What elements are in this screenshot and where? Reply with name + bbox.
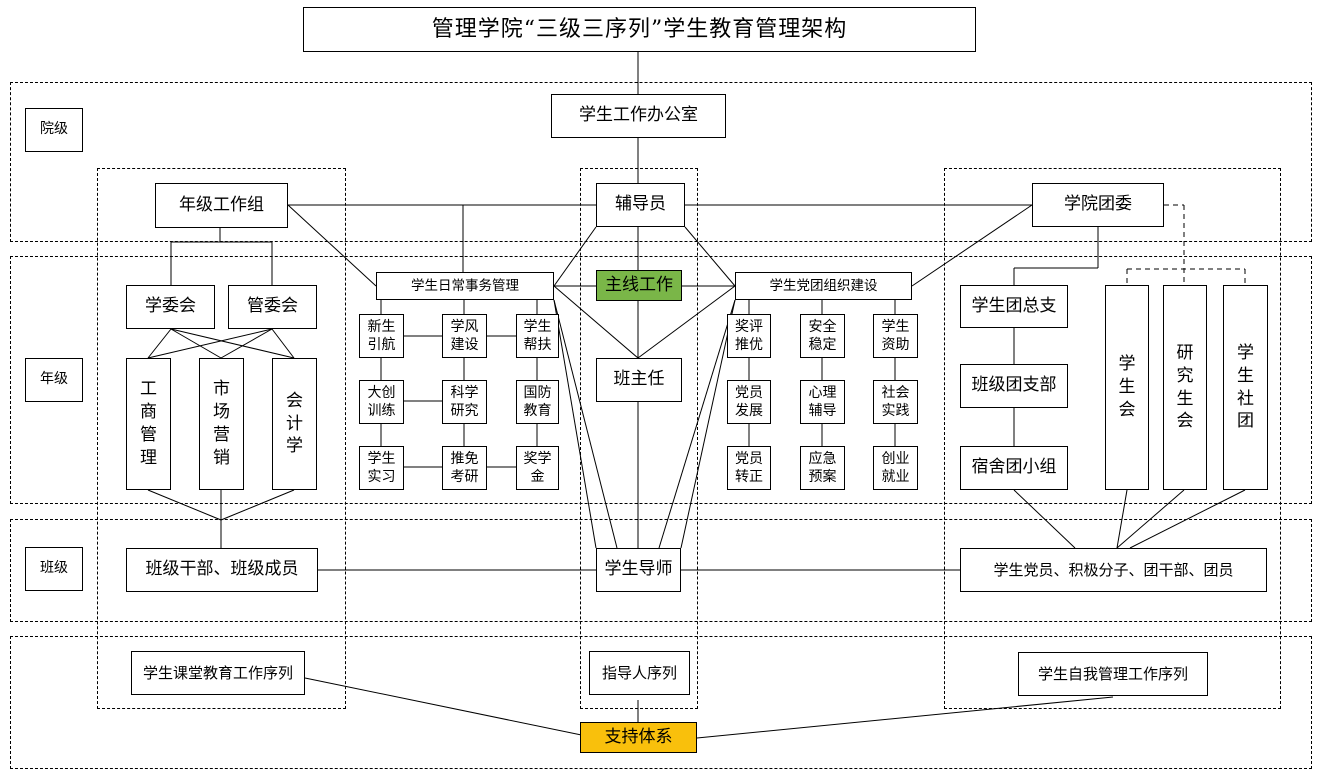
student-clubs-box: 学 生 社 团 [1223, 285, 1268, 490]
party-members-box: 学生党员、积极分子、团干部、团员 [960, 548, 1267, 592]
major-marketing-box: 市 场 营 销 [199, 358, 244, 490]
level-zone-class [10, 519, 1312, 622]
daily-item-box: 学风 建设 [442, 314, 487, 358]
classroom-education-sequence-box: 学生课堂教育工作序列 [131, 651, 305, 695]
support-system-box: 支持体系 [580, 722, 697, 753]
level-label-college: 院级 [25, 108, 83, 152]
party-item-box: 应急 预案 [800, 446, 845, 490]
daily-item-box: 学生 实习 [359, 446, 404, 490]
party-item-box: 学生 资助 [873, 314, 918, 358]
class-league-branch-box: 班级团支部 [960, 364, 1068, 408]
mentor-sequence-box: 指导人序列 [589, 651, 690, 695]
party-item-box: 心理 辅导 [800, 380, 845, 424]
self-management-sequence-box: 学生自我管理工作序列 [1018, 652, 1208, 696]
daily-item-box: 科学 研究 [442, 380, 487, 424]
student-work-office-box: 学生工作办公室 [551, 94, 726, 138]
student-league-branch-box: 学生团总支 [960, 285, 1068, 328]
level-zone-grade [10, 256, 1312, 504]
party-item-box: 奖评 推优 [727, 314, 771, 358]
level-label-grade: 年级 [25, 358, 83, 402]
main-work-box: 主线工作 [596, 270, 682, 301]
class-cadres-box: 班级干部、班级成员 [126, 548, 318, 592]
college-youth-league-box: 学院团委 [1032, 183, 1164, 227]
party-item-box: 党员 转正 [727, 446, 771, 490]
level-zone-college [10, 82, 1312, 242]
homeroom-teacher-box: 班主任 [596, 358, 682, 402]
daily-item-box: 学生 帮扶 [516, 314, 559, 358]
column-zone-mentor [580, 168, 698, 709]
daily-item-box: 国防 教育 [516, 380, 559, 424]
party-item-box: 安全 稳定 [800, 314, 845, 358]
party-item-box: 社会 实践 [873, 380, 918, 424]
management-committee-box: 管委会 [228, 285, 317, 329]
party-item-box: 创业 就业 [873, 446, 918, 490]
column-zone-classroom [97, 168, 346, 709]
major-accounting-box: 会 计 学 [272, 358, 317, 490]
column-zone-self-management [944, 168, 1281, 709]
party-item-box: 党员 发展 [727, 380, 771, 424]
daily-item-box: 推免 考研 [442, 446, 487, 490]
student-union-box: 学 生 会 [1105, 285, 1149, 490]
daily-item-box: 新生 引航 [359, 314, 404, 358]
study-committee-box: 学委会 [126, 285, 215, 329]
daily-item-box: 奖学 金 [516, 446, 559, 490]
party-league-building-box: 学生党团组织建设 [735, 272, 912, 300]
major-business-admin-box: 工 商 管 理 [126, 358, 171, 490]
daily-item-box: 大创 训练 [359, 380, 404, 424]
level-label-class: 班级 [25, 547, 83, 591]
dorm-league-group-box: 宿舍团小组 [960, 446, 1068, 490]
grade-work-group-box: 年级工作组 [155, 183, 288, 228]
page-title: 管理学院“三级三序列”学生教育管理架构 [303, 7, 976, 52]
counselor-box: 辅导员 [596, 183, 685, 227]
level-zone-support [10, 636, 1312, 769]
student-tutor-box: 学生导师 [596, 548, 681, 592]
graduate-union-box: 研 究 生 会 [1163, 285, 1207, 490]
daily-affairs-box: 学生日常事务管理 [376, 272, 554, 300]
